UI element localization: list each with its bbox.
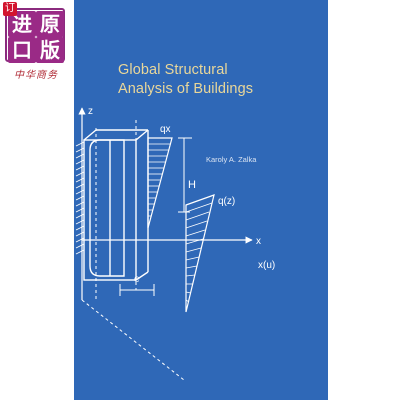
qx-label: qx (160, 124, 171, 135)
book-title-line-2: Analysis of Buildings (118, 81, 254, 97)
qx-load-diagram (147, 137, 173, 229)
badge-char-1: 进 (8, 11, 36, 37)
book-author: Karoly A. Zalka (206, 155, 257, 164)
structural-diagram: z x (75, 106, 275, 381)
book-title-line-1: Global Structural (118, 62, 228, 78)
badge-char-4: 版 (36, 37, 64, 63)
eccentricity-label: e (134, 274, 140, 285)
wall-hatching (75, 141, 85, 255)
badge-char-3: 口 (8, 37, 36, 63)
height-dimension (178, 137, 192, 213)
qz-label: q(z) (218, 196, 235, 207)
badge-frame: 进 原 口 版 (5, 8, 65, 63)
eccentricity-dimension (119, 284, 155, 296)
height-label: H (188, 179, 196, 191)
z-axis-label: z (88, 106, 93, 117)
badge-char-2: 原 (36, 11, 64, 37)
imported-original-badge: 进 原 口 版 订 中华商务 (3, 2, 69, 84)
building-core (83, 129, 149, 281)
badge-subtitle: 中华商务 (14, 70, 58, 81)
book-cover: z x (74, 0, 328, 400)
xu-label: x(u) (258, 260, 275, 271)
x-axis-label: x (256, 236, 261, 247)
qz-load-diagram (185, 194, 215, 313)
book-title: Global Structural Analysis of Buildings (118, 61, 318, 99)
badge-order-tag: 订 (3, 2, 17, 16)
dashed-guides (81, 112, 249, 381)
